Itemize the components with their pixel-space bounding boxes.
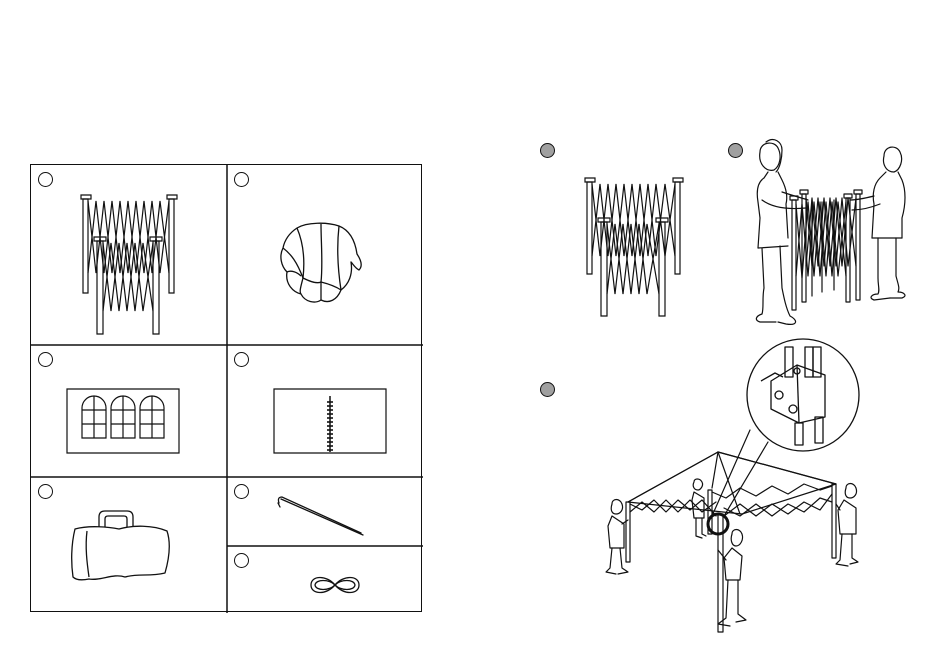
frame-standing-icon xyxy=(583,176,685,318)
step-1-marker xyxy=(540,143,555,158)
part-cell-frame xyxy=(31,165,227,345)
two-people-expand-frame-icon xyxy=(750,138,912,330)
part-cell-rope xyxy=(227,546,423,613)
folded-frame-icon xyxy=(79,193,179,338)
part-cell-canopy xyxy=(227,165,423,345)
zipper-sidewall-icon xyxy=(273,388,387,454)
part-marker xyxy=(234,553,249,568)
part-marker xyxy=(38,172,53,187)
step-3-marker xyxy=(540,382,555,397)
part-cell-window-sidewall xyxy=(31,345,227,477)
part-marker xyxy=(38,484,53,499)
part-cell-carry-bag xyxy=(31,477,227,613)
part-cell-zipper-sidewall xyxy=(227,345,423,477)
part-marker xyxy=(234,172,249,187)
canopy-fabric-icon xyxy=(277,220,367,305)
parts-list-grid xyxy=(30,164,422,612)
bracket-detail-zoom-icon xyxy=(745,337,861,453)
part-marker xyxy=(234,484,249,499)
rope-loop-icon xyxy=(307,572,363,598)
carry-bag-icon xyxy=(69,507,173,583)
ground-stake-icon xyxy=(275,489,367,539)
part-marker xyxy=(38,352,53,367)
part-marker xyxy=(234,352,249,367)
part-cell-stake xyxy=(227,477,423,546)
window-sidewall-icon xyxy=(66,388,180,454)
step-2-marker xyxy=(728,143,743,158)
